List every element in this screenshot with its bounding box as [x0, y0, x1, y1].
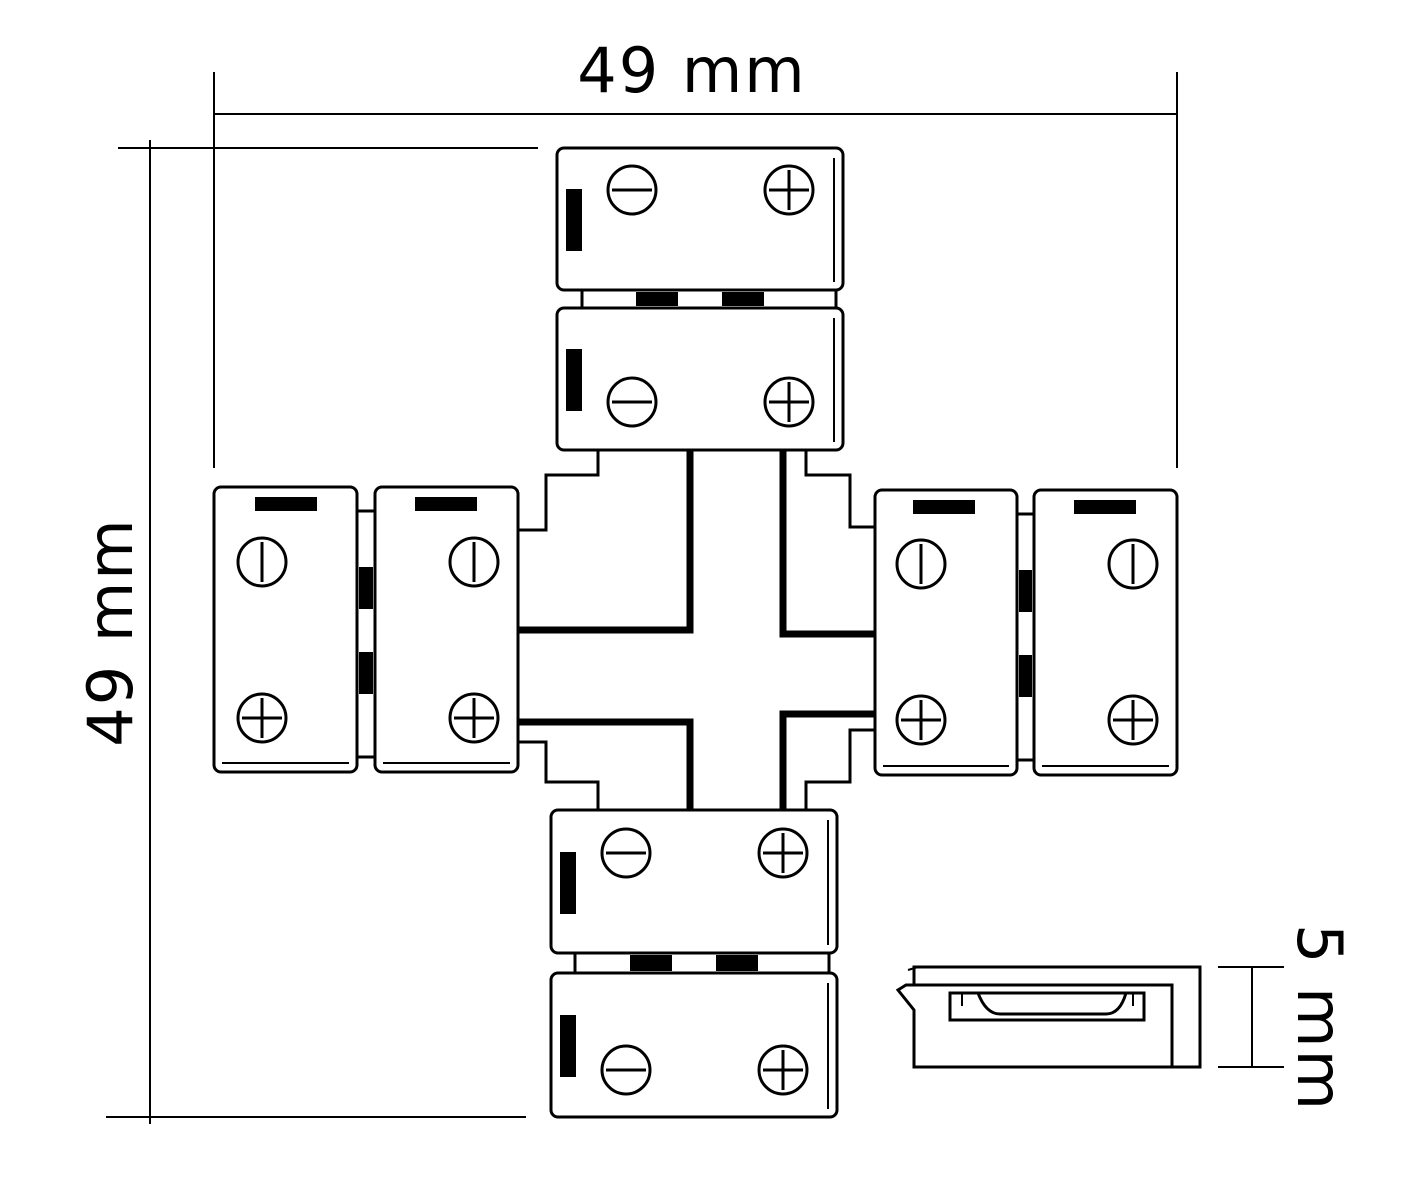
left-link-contact: [359, 652, 373, 694]
bottom-arm: [549, 808, 839, 1119]
side-view-clip: [895, 965, 1202, 1069]
height-dimension: 49 mm: [74, 140, 538, 1124]
width-dimension: 49 mm: [213, 34, 1178, 468]
top-arm: [555, 146, 845, 452]
top-link-contact: [722, 292, 764, 306]
right-outer-clip-marker: [1074, 500, 1136, 514]
minus-icon: [606, 164, 658, 216]
minus-icon: [600, 1044, 652, 1096]
cross-body: [516, 448, 878, 812]
minus-icon: [600, 827, 652, 879]
minus-icon: [606, 376, 658, 428]
plus-icon: [448, 692, 500, 744]
bottom-outer-clip-marker: [560, 1015, 576, 1077]
side-view-contact-spring: [975, 991, 1128, 1016]
right-link-contact: [1019, 655, 1032, 697]
left-arm: [212, 485, 520, 774]
left-link: [355, 509, 377, 759]
plus-icon: [763, 376, 815, 428]
minus-icon: [448, 536, 500, 588]
top-link: [580, 288, 838, 310]
minus-icon: [1107, 538, 1159, 590]
right-outer-clip: [1032, 488, 1179, 777]
plus-icon: [895, 694, 947, 746]
top-link-contact: [636, 292, 678, 306]
plus-icon: [763, 164, 815, 216]
minus-icon: [895, 538, 947, 590]
plus-icon: [236, 692, 288, 744]
height-label: 49 mm: [74, 517, 147, 746]
right-inner-clip-marker: [913, 500, 975, 514]
conductor-top-right: [779, 450, 876, 638]
top-inner-clip: [555, 306, 845, 452]
conductor-bottom-right: [779, 710, 876, 810]
plus-icon: [757, 827, 809, 879]
plus-icon: [1107, 694, 1159, 746]
right-arm: [873, 488, 1179, 777]
top-outer-clip-marker: [566, 189, 582, 251]
right-link-contact: [1019, 570, 1032, 612]
left-link-contact: [359, 567, 373, 609]
left-inner-clip-marker: [415, 497, 477, 511]
bottom-inner-clip-marker: [560, 852, 576, 914]
conductor-bottom-left: [518, 718, 694, 810]
right-link: [1015, 512, 1036, 762]
depth-label: 5 mm: [1283, 924, 1356, 1112]
depth-dimension: 5 mm: [1218, 924, 1356, 1112]
plus-icon: [757, 1044, 809, 1096]
conductor-top-left: [518, 450, 694, 634]
side-view-latch: [907, 966, 919, 971]
bottom-link-contact: [630, 955, 672, 971]
bottom-link: [573, 951, 831, 975]
minus-icon: [236, 536, 288, 588]
left-outer-clip: [212, 485, 359, 774]
top-inner-clip-marker: [566, 349, 582, 411]
width-label: 49 mm: [577, 34, 806, 107]
right-inner-clip: [873, 488, 1019, 777]
bottom-outer-clip: [549, 971, 839, 1119]
bottom-link-contact: [716, 955, 758, 971]
left-outer-clip-marker: [255, 497, 317, 511]
